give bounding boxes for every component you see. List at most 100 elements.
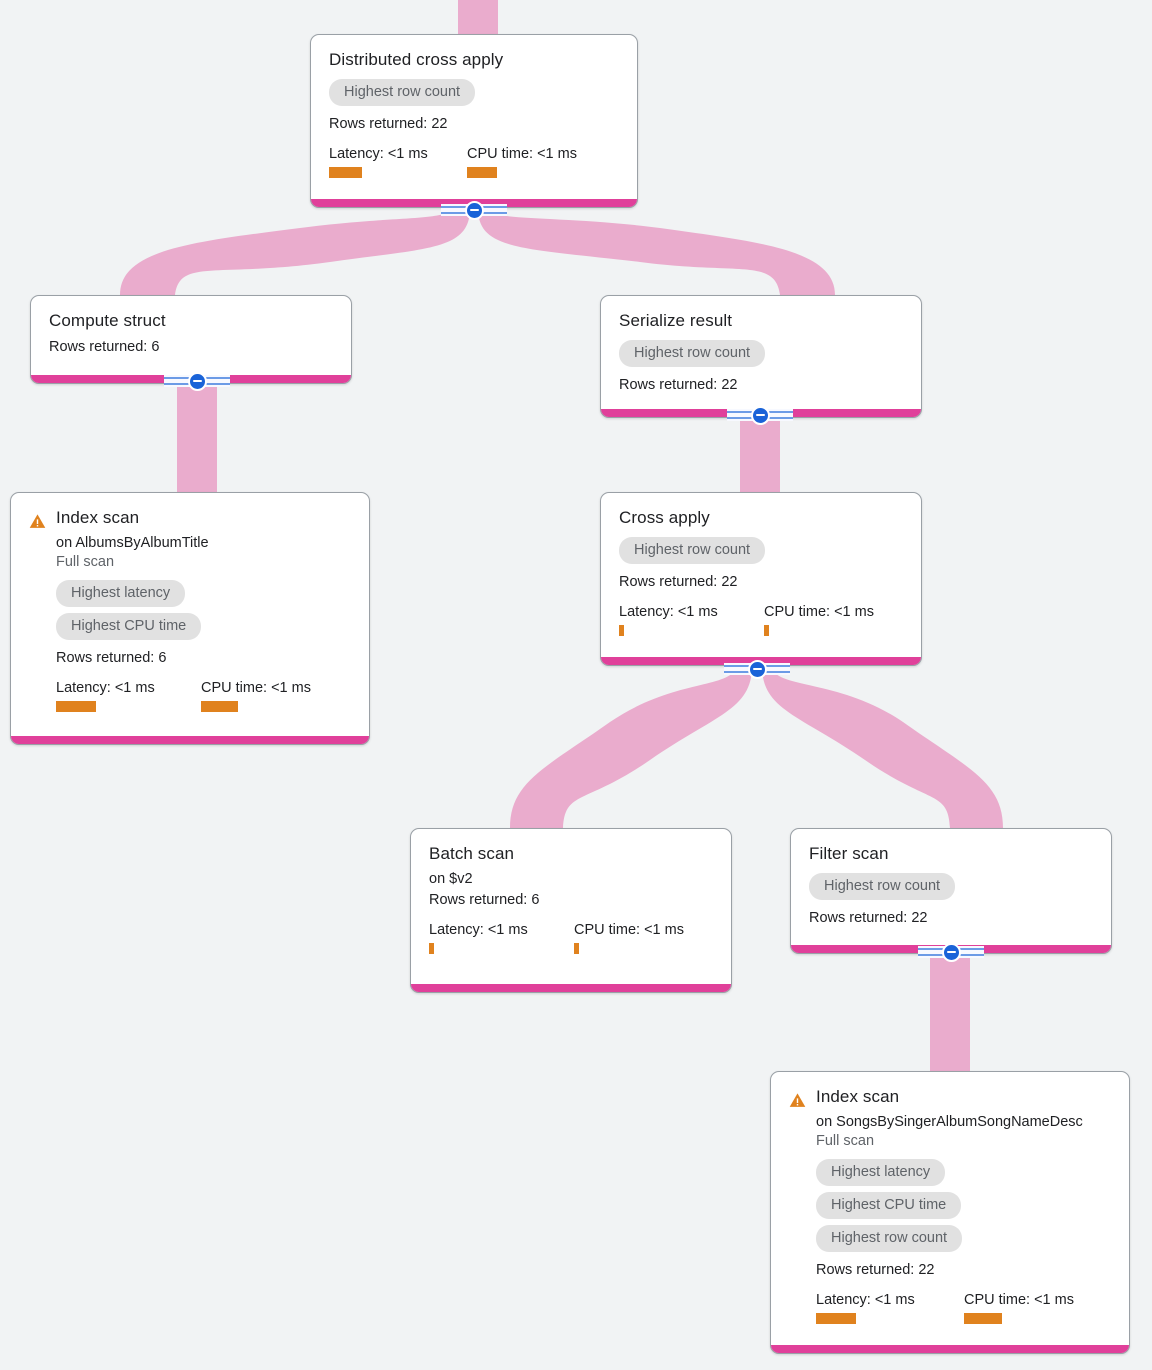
node-title: Index scan [816, 1087, 900, 1106]
chip-highest-row-count: Highest row count [619, 537, 766, 564]
plan-node-distributed-cross-apply[interactable]: Distributed cross apply Highest row coun… [310, 34, 638, 208]
node-rows-returned: Rows returned: 6 [429, 892, 540, 908]
node-body: Cross apply Highest row count Rows retur… [601, 493, 921, 648]
edge-distributed-cross-apply-to-compute-struct [120, 208, 470, 295]
collapse-minus-icon[interactable] [747, 659, 767, 679]
node-subtitle-target: on SongsBySingerAlbumSongNameDesc [816, 1114, 1083, 1130]
collapse-toggle-compute-struct[interactable] [164, 371, 230, 391]
edge-distributed-cross-apply-to-serialize-result [478, 208, 835, 295]
node-rows-returned: Rows returned: 22 [619, 377, 738, 393]
node-header: Distributed cross apply Highest row coun… [329, 49, 619, 178]
metric-cpu-time: CPU time: <1 ms [201, 679, 311, 712]
metric-latency: Latency: <1 ms [619, 603, 764, 636]
node-subtitle-target: on AlbumsByAlbumTitle [56, 535, 209, 551]
node-body: Filter scan Highest row count Rows retur… [791, 829, 1111, 940]
plan-node-batch-scan[interactable]: Batch scan on $v2 Rows returned: 6 Laten… [410, 828, 732, 993]
node-accent-footer [411, 984, 731, 992]
chip-highest-row-count: Highest row count [816, 1225, 963, 1252]
node-rows-returned: Rows returned: 22 [329, 116, 448, 132]
plan-node-index-scan-albums[interactable]: Index scan on AlbumsByAlbumTitle Full sc… [10, 492, 370, 745]
metric-latency-label: Latency: <1 ms [56, 680, 155, 696]
node-rows-returned: Rows returned: 22 [809, 910, 928, 926]
metric-cpu-time: CPU time: <1 ms [964, 1291, 1074, 1324]
node-title: Distributed cross apply [329, 50, 504, 69]
metric-cpu-time-label: CPU time: <1 ms [574, 922, 684, 938]
node-chips: Highest row count [619, 534, 903, 567]
metric-latency-bar [619, 625, 624, 636]
edge-serialize-result-to-cross-apply [740, 418, 780, 492]
node-header: Index scan on AlbumsByAlbumTitle Full sc… [29, 507, 351, 712]
node-metrics: Latency: <1 ms CPU time: <1 ms [56, 679, 351, 712]
collapse-minus-icon[interactable] [187, 371, 207, 391]
metric-latency: Latency: <1 ms [329, 145, 467, 178]
metric-latency-label: Latency: <1 ms [329, 146, 428, 162]
node-subtitle-scantype: Full scan [816, 1133, 875, 1149]
node-metrics: Latency: <1 ms CPU time: <1 ms [329, 145, 619, 178]
metric-latency: Latency: <1 ms [56, 679, 201, 712]
node-subtitle-target: on $v2 [429, 871, 473, 887]
metric-cpu-time-bar [467, 167, 497, 178]
chip-highest-cpu-time: Highest CPU time [56, 613, 202, 640]
node-title: Filter scan [809, 844, 889, 863]
node-body: Index scan on SongsBySingerAlbumSongName… [771, 1072, 1129, 1336]
metric-latency-label: Latency: <1 ms [429, 922, 528, 938]
collapse-minus-icon[interactable] [941, 942, 961, 962]
node-metrics: Latency: <1 ms CPU time: <1 ms [429, 921, 713, 954]
chip-highest-row-count: Highest row count [619, 340, 766, 367]
plan-node-filter-scan[interactable]: Filter scan Highest row count Rows retur… [790, 828, 1112, 954]
metric-cpu-time: CPU time: <1 ms [574, 921, 684, 954]
node-chips: Highest row count [619, 337, 903, 370]
node-body: Batch scan on $v2 Rows returned: 6 Laten… [411, 829, 731, 966]
metric-cpu-time-bar [764, 625, 769, 636]
node-body: Index scan on AlbumsByAlbumTitle Full sc… [11, 493, 369, 724]
node-subtitle-scantype: Full scan [56, 554, 115, 570]
node-accent-footer [11, 736, 369, 744]
plan-node-index-scan-songs[interactable]: Index scan on SongsBySingerAlbumSongName… [770, 1071, 1130, 1354]
node-rows-returned: Rows returned: 6 [56, 650, 167, 666]
metric-cpu-time-bar [574, 943, 579, 954]
chip-highest-cpu-time: Highest CPU time [816, 1192, 962, 1219]
metric-cpu-time-label: CPU time: <1 ms [467, 146, 577, 162]
node-accent-footer [771, 1345, 1129, 1353]
node-title: Batch scan [429, 844, 515, 863]
warning-triangle-icon [29, 514, 46, 528]
plan-node-cross-apply[interactable]: Cross apply Highest row count Rows retur… [600, 492, 922, 666]
warning-triangle-icon [789, 1093, 806, 1107]
edge-cross-apply-to-batch-scan [510, 666, 752, 828]
chip-highest-latency: Highest latency [56, 580, 186, 607]
collapse-minus-icon[interactable] [750, 405, 770, 425]
node-rows-returned: Rows returned: 22 [619, 574, 738, 590]
edge-filter-scan-to-index-scan-songs [930, 954, 970, 1071]
metric-cpu-time-label: CPU time: <1 ms [764, 604, 874, 620]
node-body: Distributed cross apply Highest row coun… [311, 35, 637, 190]
collapse-toggle-filter-scan[interactable] [918, 942, 984, 962]
plan-node-serialize-result[interactable]: Serialize result Highest row count Rows … [600, 295, 922, 418]
collapse-minus-icon[interactable] [464, 200, 484, 220]
metric-latency-bar [329, 167, 362, 178]
chip-highest-latency: Highest latency [816, 1159, 946, 1186]
edge-cross-apply-to-filter-scan [762, 666, 1003, 828]
node-body: Serialize result Highest row count Rows … [601, 296, 921, 407]
node-title: Index scan [56, 508, 140, 527]
metric-cpu-time: CPU time: <1 ms [467, 145, 577, 178]
collapse-toggle-serialize-result[interactable] [727, 405, 793, 425]
node-body: Compute struct Rows returned: 6 [31, 296, 351, 369]
collapse-toggle-distributed-cross-apply[interactable] [441, 200, 507, 220]
collapse-toggle-cross-apply[interactable] [724, 659, 790, 679]
chip-highest-row-count: Highest row count [809, 873, 956, 900]
node-title: Compute struct [49, 311, 166, 330]
metric-cpu-time-bar [201, 701, 238, 712]
node-chips: Highest row count [329, 76, 619, 109]
node-chips: Highest row count [809, 870, 1093, 903]
metric-latency: Latency: <1 ms [429, 921, 574, 954]
node-title: Cross apply [619, 508, 710, 527]
node-rows-returned: Rows returned: 22 [816, 1262, 935, 1278]
metric-cpu-time-label: CPU time: <1 ms [964, 1292, 1074, 1308]
metric-latency-label: Latency: <1 ms [619, 604, 718, 620]
node-title: Serialize result [619, 311, 733, 330]
metric-latency-bar [816, 1313, 856, 1324]
metric-latency-label: Latency: <1 ms [816, 1292, 915, 1308]
metric-latency: Latency: <1 ms [816, 1291, 964, 1324]
metric-latency-bar [56, 701, 96, 712]
